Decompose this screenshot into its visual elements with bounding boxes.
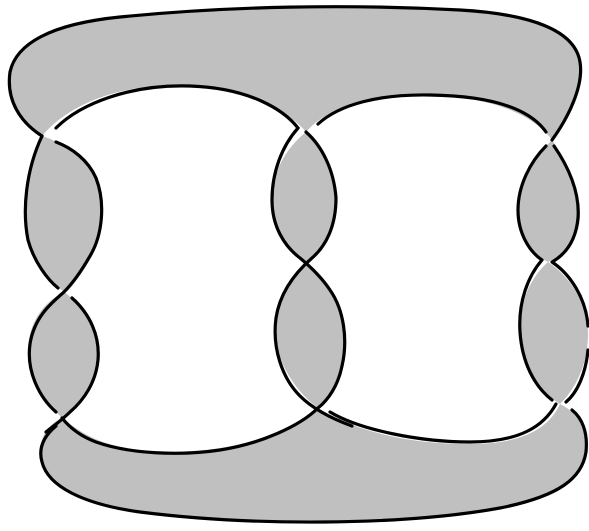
right-lower-lobe-region	[520, 262, 588, 404]
left-upper-lobe-region	[25, 136, 100, 292]
left-lower-lobe-region	[28, 292, 98, 418]
top-band-region	[9, 7, 580, 140]
bottom-band-region	[41, 404, 586, 522]
shaded-regions	[9, 7, 588, 522]
